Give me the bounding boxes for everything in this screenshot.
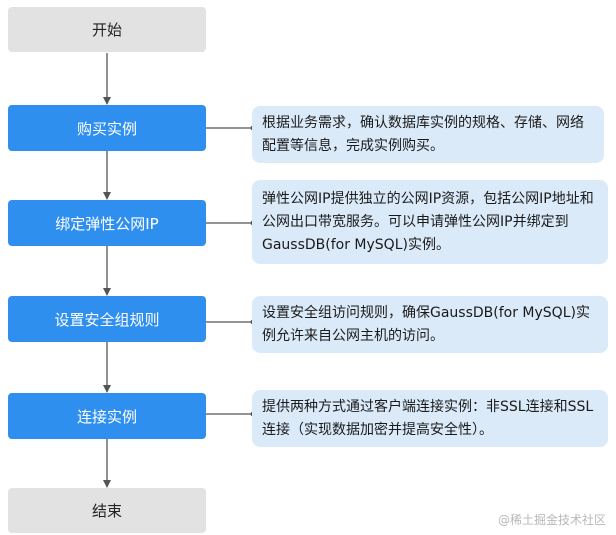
note-buy-instance: 根据业务需求，确认数据库实例的规格、存储、网络配置等信息，完成实例购买。 xyxy=(252,106,604,163)
node-buy-instance: 购买实例 xyxy=(8,105,206,151)
node-bind-eip: 绑定弹性公网IP xyxy=(8,200,206,246)
node-security-rules: 设置安全组规则 xyxy=(8,296,206,342)
node-end-label: 结束 xyxy=(91,502,122,520)
node-start-label: 开始 xyxy=(91,21,122,39)
note-security-rules-text: 设置安全组访问规则，确保GaussDB(for MySQL)实例允许来自公网主机… xyxy=(262,304,590,344)
node-end: 结束 xyxy=(8,488,206,533)
node-start: 开始 xyxy=(8,7,206,52)
node-buy-instance-label: 购买实例 xyxy=(76,119,137,138)
node-connect-instance: 连接实例 xyxy=(8,393,206,439)
note-connect-instance: 提供两种方式通过客户端连接实例：非SSL连接和SSL连接（实现数据加密并提高安全… xyxy=(252,390,608,447)
watermark: @稀土掘金技术社区 xyxy=(497,513,606,527)
note-connect-instance-text: 提供两种方式通过客户端连接实例：非SSL连接和SSL连接（实现数据加密并提高安全… xyxy=(262,398,594,438)
note-bind-eip-text: 弹性公网IP提供独立的公网IP资源，包括公网IP地址和公网出口带宽服务。可以申请… xyxy=(262,190,594,253)
note-security-rules: 设置安全组访问规则，确保GaussDB(for MySQL)实例允许来自公网主机… xyxy=(252,296,608,353)
node-security-rules-label: 设置安全组规则 xyxy=(54,310,160,329)
note-bind-eip: 弹性公网IP提供独立的公网IP资源，包括公网IP地址和公网出口带宽服务。可以申请… xyxy=(252,180,608,264)
node-connect-instance-label: 连接实例 xyxy=(76,407,137,426)
node-bind-eip-label: 绑定弹性公网IP xyxy=(55,214,159,233)
note-buy-instance-text: 根据业务需求，确认数据库实例的规格、存储、网络配置等信息，完成实例购买。 xyxy=(262,114,584,154)
